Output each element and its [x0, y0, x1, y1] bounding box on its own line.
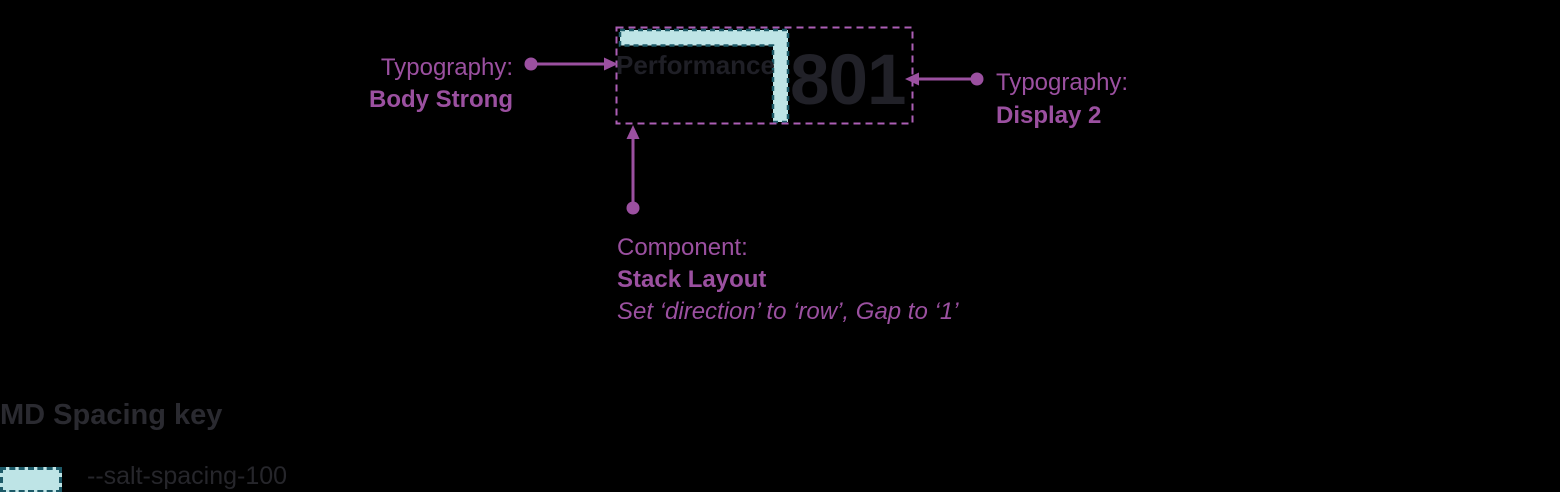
annotation-value: Display 2: [996, 102, 1102, 129]
arrow-dot: [524, 57, 538, 71]
metric-value: 801: [790, 41, 906, 120]
annotation-label: Typography:: [996, 69, 1129, 96]
spacing-key-heading: MD Spacing key: [0, 399, 223, 431]
salt-spacing-100-overlay: [618, 28, 790, 124]
arrow-body-strong: [524, 57, 618, 71]
annotation-display-2: Typography: Display 2: [996, 66, 1128, 132]
arrow-head-icon: [604, 57, 618, 71]
arrow-dot: [970, 72, 984, 86]
arrow-head-icon: [626, 125, 640, 139]
stack-layout-outline: [615, 26, 914, 125]
annotation-label: Component:: [617, 234, 748, 261]
arrow-head-icon: [905, 72, 919, 86]
spacing-key-token: --salt-spacing-100: [87, 462, 288, 490]
salt-spacing-100-swatch-icon: [0, 467, 62, 492]
annotation-value: Body Strong: [369, 86, 513, 113]
arrow-display-2: [905, 72, 984, 86]
annotation-label: Typography:: [380, 54, 513, 81]
arrow-dot: [626, 201, 640, 215]
annotation-stack-layout: Component: Stack Layout Set ‘direction’ …: [617, 232, 959, 328]
annotation-note: Set ‘direction’ to ‘row’, Gap to ‘1’: [617, 298, 959, 325]
arrow-stack-layout: [626, 125, 640, 215]
annotation-body-strong: Typography: Body Strong: [303, 52, 513, 116]
annotation-value: Stack Layout: [617, 266, 767, 293]
metric-title: Performance: [616, 50, 775, 80]
